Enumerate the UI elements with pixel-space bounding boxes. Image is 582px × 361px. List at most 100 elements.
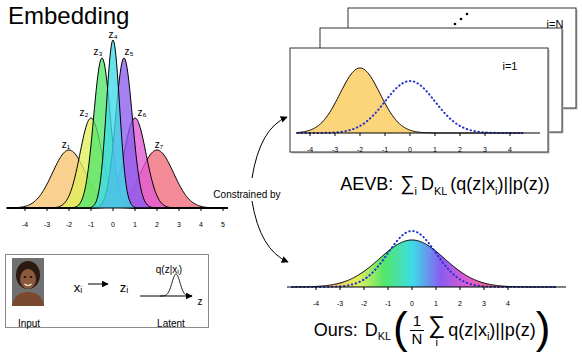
input-illustration xyxy=(12,258,192,306)
tick-label: -2 xyxy=(357,146,363,154)
text-slot: Latent xyxy=(157,313,185,331)
caption-label: Input xyxy=(18,318,40,330)
caption-label: Latent xyxy=(157,318,185,330)
sum-index: i xyxy=(435,337,437,348)
prior-gaussian xyxy=(292,231,556,287)
axis-tick xyxy=(179,208,180,211)
axis-tick xyxy=(510,133,511,136)
latent-gaussian xyxy=(7,40,227,208)
tick-label: -4 xyxy=(313,300,319,308)
tick-label: -1 xyxy=(88,221,94,229)
photo-eye xyxy=(30,276,33,278)
curved-arrow xyxy=(252,201,288,262)
tick-label: 2 xyxy=(458,300,462,308)
aggregate-plot xyxy=(287,231,566,290)
photo-background xyxy=(12,258,44,306)
tick-label: 4 xyxy=(506,300,510,308)
axis-tick xyxy=(157,208,158,211)
latent-label: z₇ xyxy=(155,139,163,151)
text-slot: 2 xyxy=(458,138,462,156)
big-parenthesis: ) xyxy=(536,306,551,350)
axis-tick xyxy=(385,133,386,136)
text-slot: 4 xyxy=(508,138,512,156)
prior-gaussian xyxy=(298,81,523,133)
constraint-label: Constrained by xyxy=(213,189,280,201)
latent-label: z₃ xyxy=(93,46,102,58)
text-slot: z₅ xyxy=(124,41,133,59)
text-slot: i=1 xyxy=(503,56,518,74)
text-slot: -3 xyxy=(332,138,338,156)
text-slot: 2 xyxy=(458,292,462,310)
card-outline xyxy=(290,48,548,152)
text-slot: 3 xyxy=(177,213,181,231)
text-slot: z₁ xyxy=(62,134,70,152)
posterior-sketch xyxy=(160,274,192,296)
tick-label: -3 xyxy=(332,146,338,154)
tick-label: 0 xyxy=(111,221,115,229)
text-slot: -4 xyxy=(307,138,313,156)
text-slot: 5 xyxy=(221,213,225,231)
tick-label: 1 xyxy=(133,221,137,229)
photo-mouth xyxy=(25,284,32,286)
tick-label: -2 xyxy=(66,221,72,229)
photo-face xyxy=(20,269,36,289)
text-slot: -4 xyxy=(22,213,28,231)
text-slot: 0 xyxy=(111,213,115,231)
tick-label: 3 xyxy=(482,300,486,308)
tick-label: 0 xyxy=(410,300,414,308)
latent-gaussian-fill xyxy=(7,40,227,208)
axis-tick xyxy=(508,287,509,290)
formula-subscript: KL xyxy=(434,185,447,198)
posterior-gaussian xyxy=(298,68,523,133)
ellipsis-dot xyxy=(460,18,463,21)
latent-label: z₆ xyxy=(137,107,146,119)
latent-symbol: zᵢ xyxy=(120,281,129,296)
map-arrow xyxy=(88,284,108,285)
text-slot: 1 xyxy=(133,213,137,231)
formula-text: ∑ xyxy=(400,172,414,195)
text-slot: -1 xyxy=(382,138,388,156)
text-slot: -1 xyxy=(385,292,391,310)
axis-tick xyxy=(91,208,92,211)
formula-text: q(z|x xyxy=(448,320,487,341)
input-panel: xᵢ zᵢ q(z|xᵢ) zInput Latent xyxy=(5,254,209,328)
formula-subscript: i xyxy=(414,185,416,198)
posterior-label: q(z|xᵢ) xyxy=(156,264,182,276)
text-slot: z₂ xyxy=(80,102,89,120)
tick-label: 3 xyxy=(177,221,181,229)
tick-label: -3 xyxy=(337,300,343,308)
text-slot: -2 xyxy=(361,292,367,310)
text-slot: z₇ xyxy=(155,134,163,152)
axis-label: z xyxy=(198,296,203,308)
axis-tick xyxy=(485,133,486,136)
axis-tick xyxy=(388,287,389,290)
axis-tick xyxy=(364,287,365,290)
axis-tick xyxy=(25,208,26,211)
text-slot: 4 xyxy=(199,213,203,231)
input-symbol: xᵢ xyxy=(74,281,83,296)
tick-label: 2 xyxy=(155,221,159,229)
axis-tick xyxy=(360,133,361,136)
formula-text: )||p(z) xyxy=(489,320,535,341)
aggregate-gaussian-fill xyxy=(292,240,556,287)
axis-tick xyxy=(223,208,224,211)
axis-tick xyxy=(436,287,437,290)
axis-line xyxy=(6,208,228,209)
text-slot: q(z|xᵢ) xyxy=(156,259,182,277)
sum-operator: ∑i xyxy=(428,313,445,348)
tick-label: -1 xyxy=(385,300,391,308)
text-slot: 1 xyxy=(433,138,437,156)
photo-eye xyxy=(24,276,27,278)
tick-label: 1 xyxy=(434,300,438,308)
axis-tick xyxy=(135,208,136,211)
text-slot: 0 xyxy=(410,292,414,310)
text-slot: -3 xyxy=(337,292,343,310)
tick-label: 0 xyxy=(408,146,412,154)
card-index: i=1 xyxy=(503,60,518,73)
text-slot: -2 xyxy=(66,213,72,231)
latent-label: z₂ xyxy=(80,107,89,119)
axis-tick xyxy=(412,287,413,290)
text-slot: 3 xyxy=(483,138,487,156)
axis-tick xyxy=(310,133,311,136)
text-slot: -4 xyxy=(313,292,319,310)
